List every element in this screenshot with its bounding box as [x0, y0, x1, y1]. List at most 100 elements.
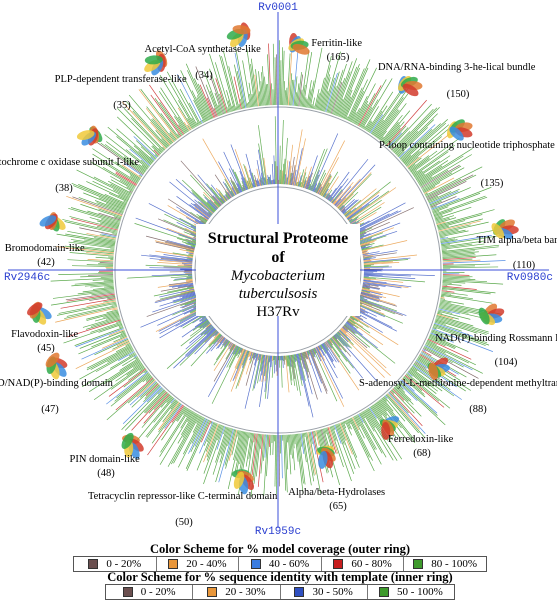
inner-ring-bar — [363, 279, 387, 284]
inner-ring-bar — [342, 199, 357, 214]
outer-ring-bar — [387, 125, 407, 147]
outer-ring-bar — [402, 154, 412, 163]
outer-ring-bar — [125, 343, 131, 346]
inner-ring-bar — [326, 194, 331, 200]
outer-ring-bar — [335, 58, 358, 116]
inner-ring-bar — [359, 237, 373, 243]
outer-ring-bar — [266, 434, 270, 477]
outer-ring-bar — [356, 103, 368, 126]
outer-ring-bar — [191, 117, 197, 127]
inner-ring-bar — [335, 333, 348, 347]
outer-ring-bar — [426, 174, 477, 200]
inner-ring-bar — [242, 187, 245, 192]
inner-ring-bar — [171, 283, 194, 288]
inner-ring-bar — [241, 177, 247, 191]
inner-ring-bar — [296, 353, 303, 381]
outer-ring-bar — [158, 401, 180, 431]
legend-swatch — [168, 559, 179, 569]
outer-ring-bar — [379, 399, 402, 429]
inner-ring-bar — [232, 349, 246, 382]
outer-ring-bar — [428, 336, 455, 350]
outer-ring-bar — [419, 154, 472, 186]
inner-ring-bar — [182, 314, 205, 329]
outer-ring-bar — [82, 316, 120, 328]
outer-ring-bar — [144, 370, 148, 374]
outer-ring-bar — [442, 258, 473, 262]
outer-ring-bar — [342, 421, 347, 429]
outer-ring-bar — [343, 421, 346, 425]
outer-ring-bar — [108, 193, 128, 203]
outer-ring-bar — [400, 123, 441, 160]
inner-ring-bar — [230, 144, 249, 190]
inner-ring-bar — [221, 338, 228, 346]
inner-ring-bar — [293, 177, 297, 186]
inner-ring-bar — [356, 221, 390, 237]
outer-ring-bar — [345, 116, 348, 120]
outer-ring-bar — [333, 425, 336, 430]
inner-ring-bar — [176, 196, 209, 220]
inner-ring-bar — [170, 275, 193, 279]
outer-ring-bar — [438, 309, 453, 314]
outer-ring-bar — [430, 331, 454, 342]
inner-ring-bar — [213, 332, 220, 339]
outer-ring-bar — [166, 71, 198, 127]
outer-ring-bar — [335, 424, 355, 474]
center-title-line-4: tuberculsosis — [239, 286, 318, 302]
inner-ring-bar — [148, 203, 202, 231]
outer-ring-bar — [269, 434, 271, 447]
inner-ring-bar — [349, 216, 359, 223]
outer-ring-bar — [412, 144, 456, 176]
inner-ring-bar — [307, 350, 310, 355]
inner-ring-bar — [338, 204, 344, 210]
outer-ring-bar — [334, 71, 351, 116]
outer-ring-bar — [136, 396, 174, 442]
outer-ring-bar — [384, 395, 388, 399]
outer-ring-bar — [285, 87, 288, 106]
inner-ring-bar — [355, 207, 414, 235]
outer-ring-bar — [159, 101, 184, 136]
outer-ring-bar — [296, 83, 300, 107]
outer-ring-bar — [341, 96, 352, 119]
inner-ring-bar — [362, 284, 371, 287]
outer-ring-bar — [99, 222, 119, 229]
outer-ring-bar — [344, 67, 369, 120]
outer-ring-bar — [359, 79, 387, 127]
inner-ring-bar — [189, 204, 210, 220]
outer-ring-bar — [98, 208, 122, 218]
outer-ring-bar — [407, 133, 450, 168]
inner-ring-bar — [149, 258, 193, 263]
outer-ring-bar — [66, 319, 121, 338]
inner-ring-bar — [230, 180, 239, 195]
outer-ring-bar — [395, 385, 412, 401]
legend-swatch — [294, 587, 305, 597]
inner-ring-bar — [363, 262, 400, 265]
outer-ring-bar — [219, 54, 236, 111]
outer-ring-bar — [437, 312, 459, 320]
inner-ring-bar — [339, 191, 359, 211]
outer-ring-bar — [441, 288, 491, 295]
outer-ring-bar — [442, 286, 496, 294]
inner-ring-bar — [327, 187, 337, 201]
outer-ring-bar — [362, 411, 375, 432]
outer-ring-bar — [239, 431, 247, 465]
outer-ring-bar — [124, 389, 165, 431]
outer-ring-bar — [86, 345, 132, 369]
inner-ring-bar — [339, 205, 345, 211]
outer-ring-bar — [240, 432, 249, 474]
inner-ring-bar — [321, 344, 336, 368]
outer-ring-bar — [389, 390, 423, 427]
inner-ring-bar — [232, 345, 238, 355]
inner-ring-bar — [249, 351, 253, 361]
outer-ring-bar — [339, 422, 353, 455]
outer-ring-bar — [215, 428, 232, 483]
inner-ring-bar — [362, 250, 368, 253]
inner-ring-bar — [214, 196, 223, 205]
outer-ring-bar — [87, 259, 114, 262]
outer-ring-bar — [69, 252, 114, 257]
outer-ring-bar — [331, 425, 352, 482]
outer-ring-bar — [441, 293, 474, 300]
outer-ring-bar — [389, 103, 432, 150]
inner-ring-bar — [264, 355, 268, 377]
outer-ring-bar — [170, 398, 175, 404]
inner-ring-bar — [360, 293, 381, 300]
